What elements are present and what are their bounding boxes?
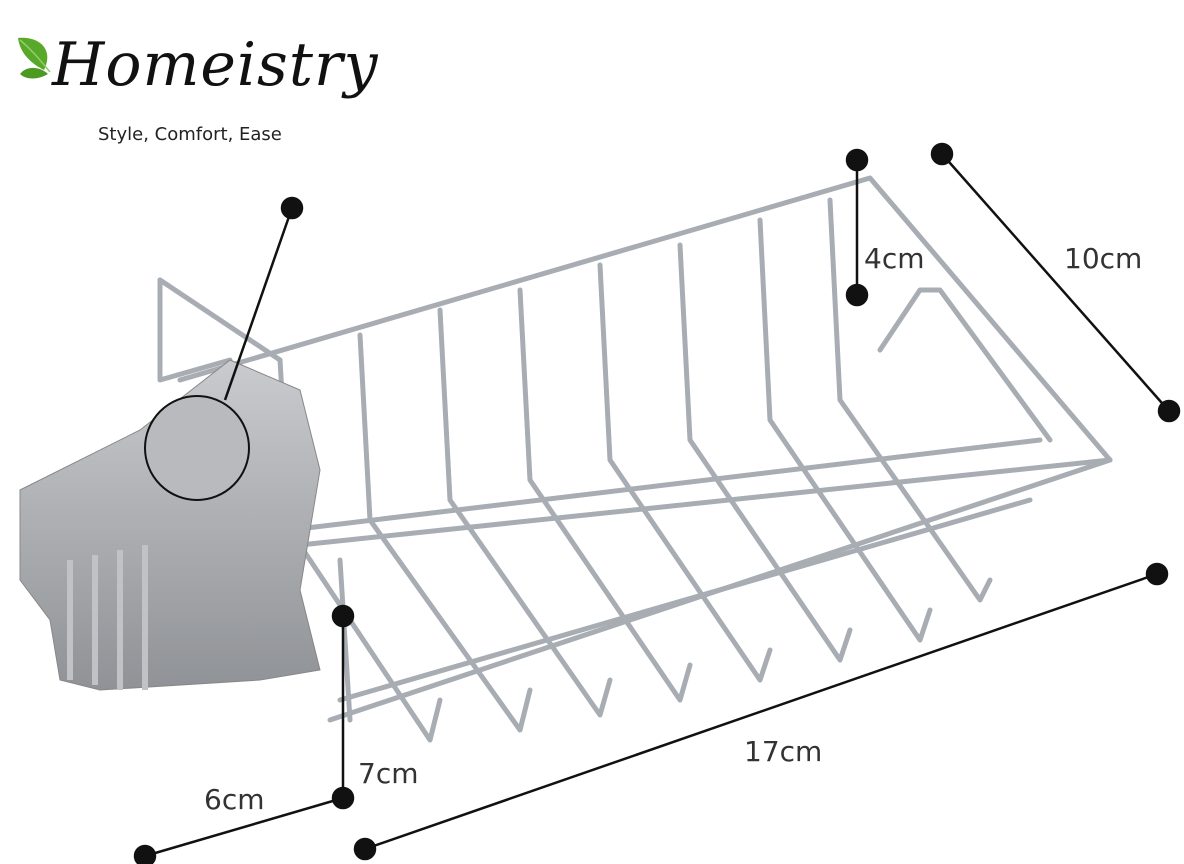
dimension-height-outer: 7cm (358, 757, 419, 790)
faucet-clamp (19, 359, 321, 691)
dimension-length: 17cm (744, 735, 823, 768)
dimension-lines (133, 142, 1181, 864)
dimension-clamp-width: 6cm (204, 783, 265, 816)
brand-tagline: Style, Comfort, Ease (98, 124, 282, 145)
dimension-depth: 10cm (1064, 242, 1143, 275)
leaf-icon (18, 37, 51, 79)
wire-rack (157, 175, 1113, 743)
brand-name: Homeistry (52, 30, 379, 100)
brand-logo: Homeistry Style, Comfort, Ease (14, 28, 378, 153)
dimension-height-inner: 4cm (864, 242, 925, 275)
